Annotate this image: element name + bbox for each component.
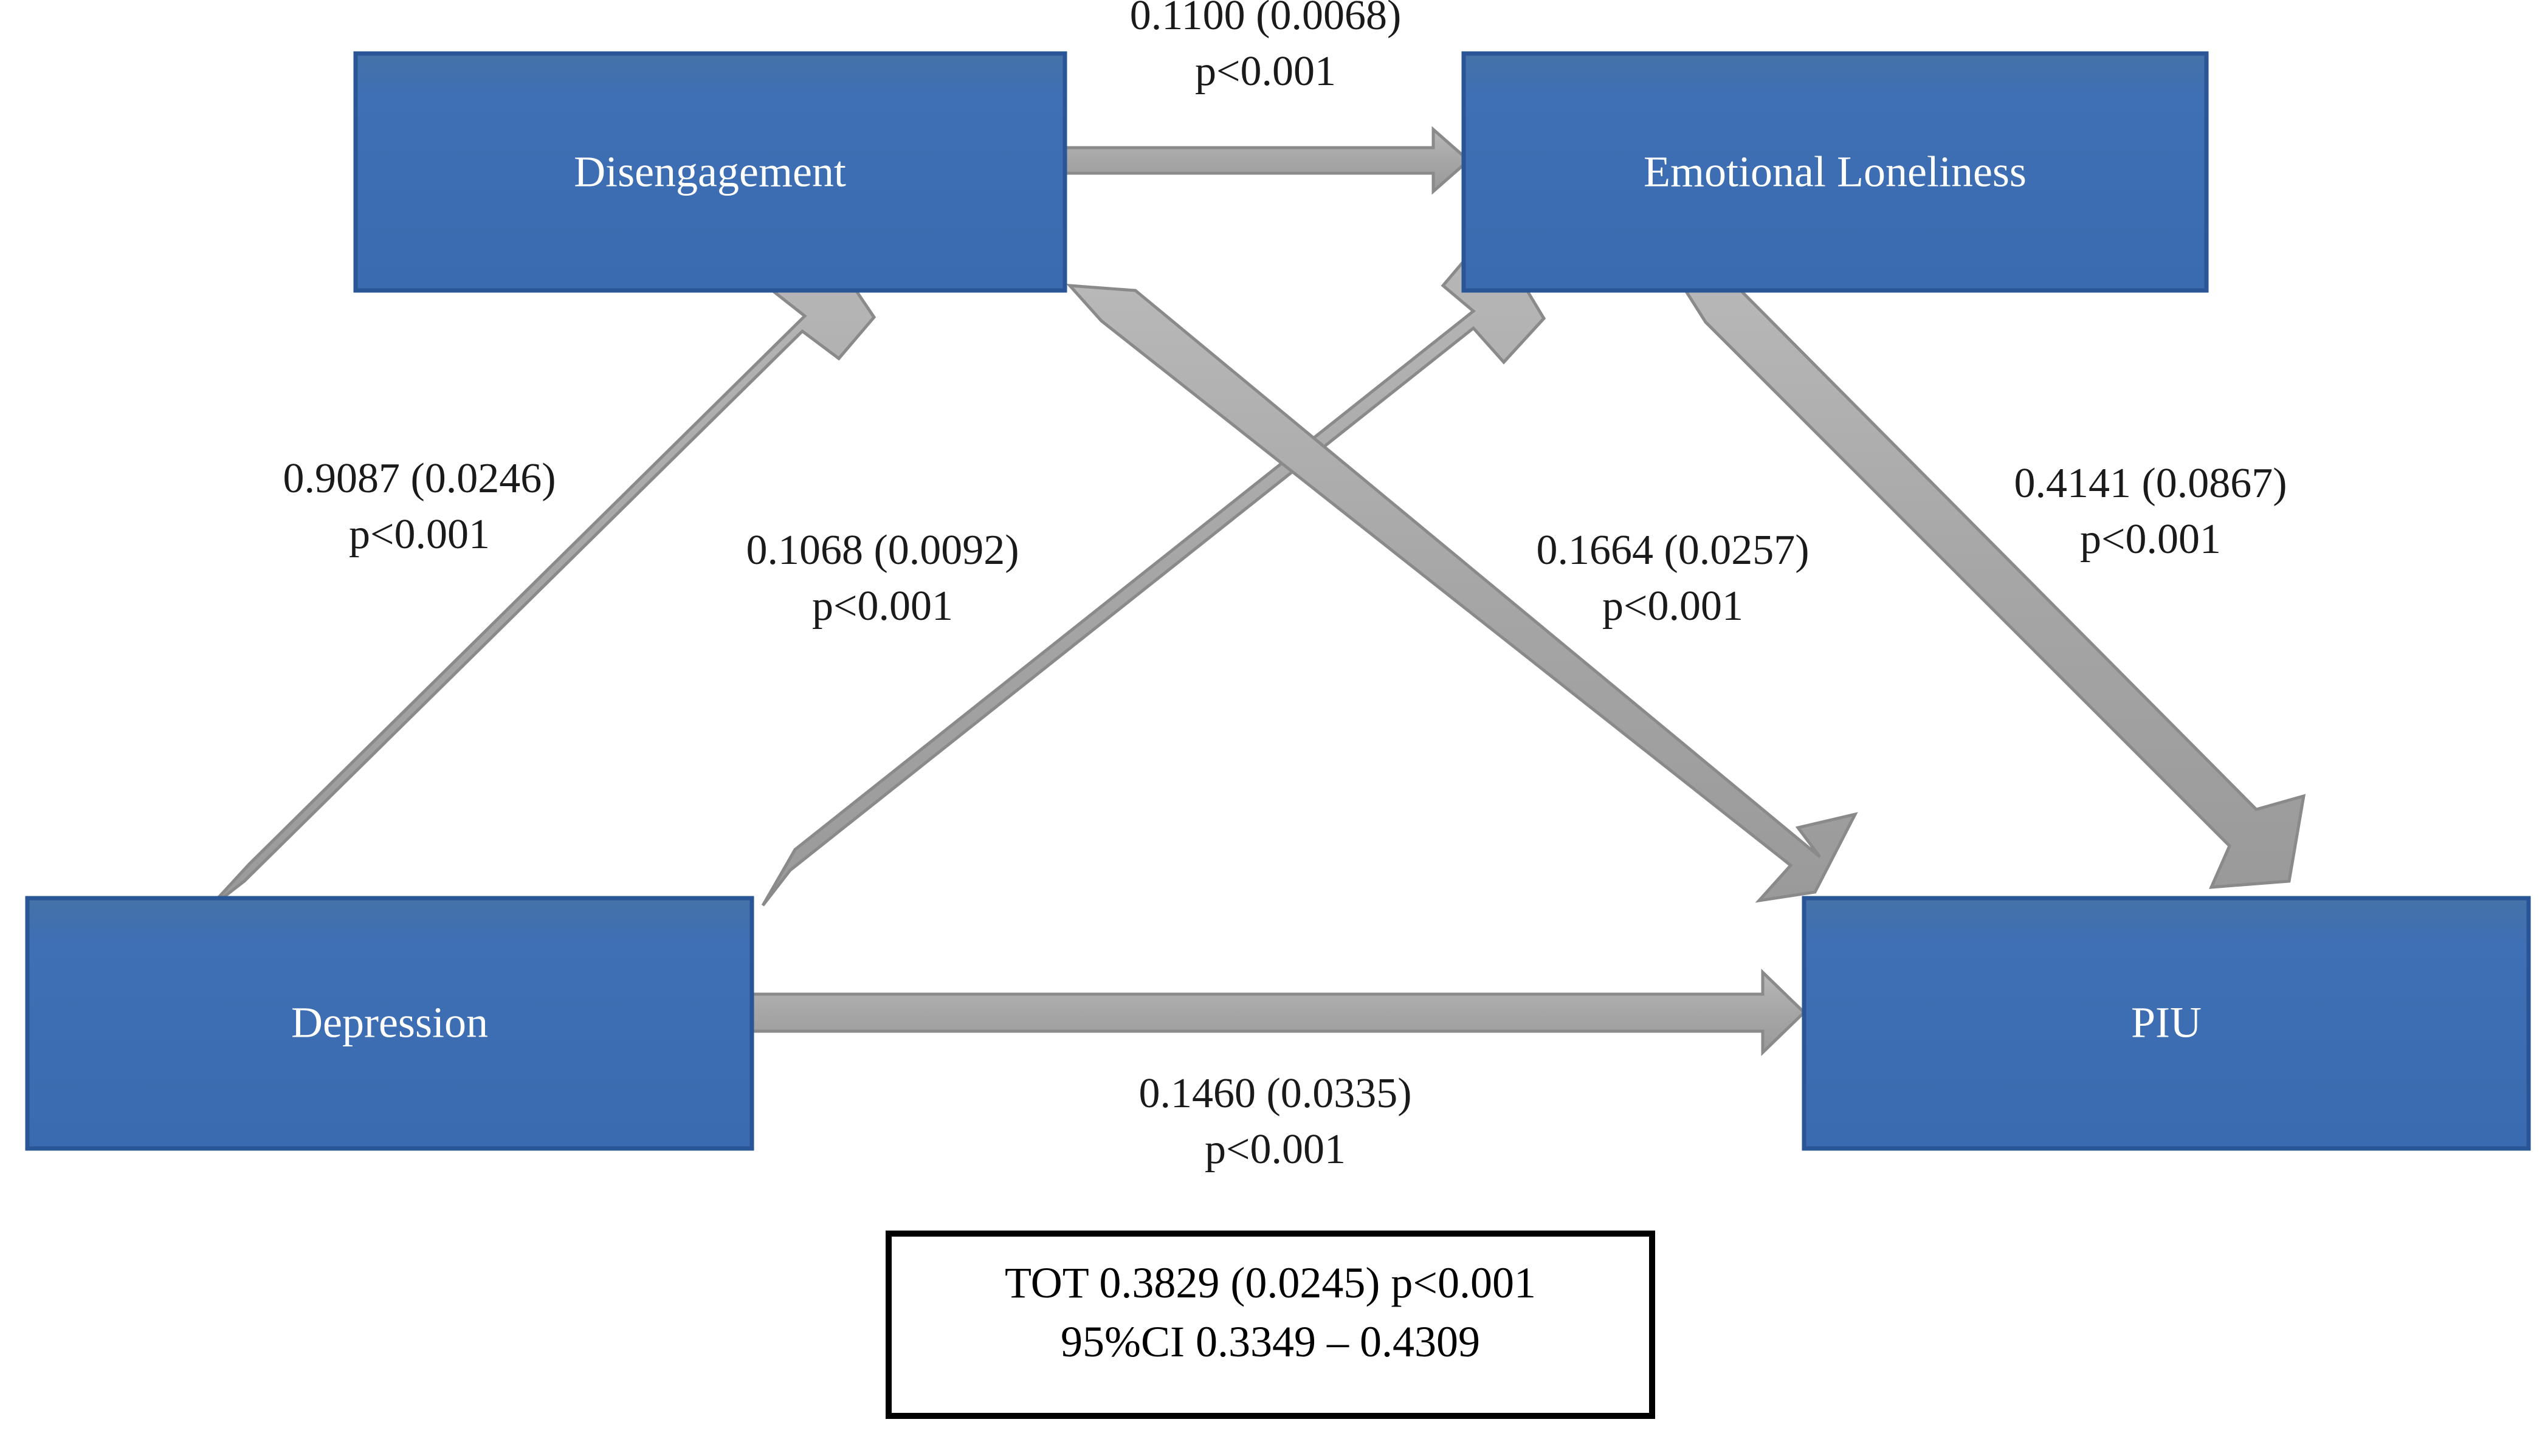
node-depression[interactable]: Depression [25, 896, 754, 1151]
node-disengagement-box[interactable] [353, 51, 1067, 293]
edge-label-dis-to-el-pvalue: p<0.001 [1195, 48, 1336, 95]
nodes-layer: Disengagement Emotional Loneliness Depre… [25, 51, 2531, 1151]
node-emotional-loneliness-box[interactable] [1461, 51, 2209, 293]
edge-dep-to-piu [750, 969, 1806, 1056]
edge-label-dis-to-piu-estimate: 0.1664 (0.0257) [1536, 527, 1809, 574]
edge-label-dep-to-dis-estimate: 0.9087 (0.0246) [283, 455, 556, 502]
edge-label-el-to-piu-pvalue: p<0.001 [2080, 516, 2221, 563]
node-depression-box[interactable] [25, 896, 754, 1151]
node-piu-box[interactable] [1802, 896, 2531, 1151]
node-emotional-loneliness-label: Emotional Loneliness [1644, 148, 2027, 196]
edge-label-dep-to-piu: 0.1460 (0.0335) p<0.001 [1138, 1070, 1411, 1173]
node-depression-label: Depression [291, 998, 488, 1047]
edges-layer [205, 126, 2306, 1056]
total-effect-box-border [886, 1231, 1655, 1419]
edge-label-el-to-piu: 0.4141 (0.0867) p<0.001 [2014, 460, 2287, 563]
edge-label-dep-to-el-estimate: 0.1068 (0.0092) [746, 527, 1019, 574]
total-effect-box: TOT 0.3829 (0.0245) p<0.001 95%CI 0.3349… [886, 1231, 1655, 1419]
edge-labels-layer: 0.1100 (0.0068) p<0.001 0.9087 (0.0246) … [283, 0, 2287, 1173]
edge-label-dep-to-el: 0.1068 (0.0092) p<0.001 [746, 527, 1019, 630]
edge-label-el-to-piu-estimate: 0.4141 (0.0867) [2014, 460, 2287, 507]
node-piu-label: PIU [2131, 998, 2202, 1047]
edge-label-dis-to-el: 0.1100 (0.0068) p<0.001 [1130, 0, 1402, 95]
edge-label-dep-to-el-pvalue: p<0.001 [812, 583, 953, 630]
node-emotional-loneliness[interactable]: Emotional Loneliness [1461, 51, 2209, 293]
edge-label-dep-to-dis-pvalue: p<0.001 [349, 511, 490, 558]
total-effect-line1: TOT 0.3829 (0.0245) p<0.001 [1005, 1259, 1536, 1307]
edge-dis-to-el [1063, 126, 1471, 195]
edge-label-dep-to-piu-pvalue: p<0.001 [1205, 1126, 1346, 1173]
edge-label-dep-to-piu-estimate: 0.1460 (0.0335) [1138, 1070, 1411, 1117]
node-disengagement-label: Disengagement [574, 148, 846, 196]
total-effect-line2: 95%CI 0.3349 – 0.4309 [1061, 1317, 1480, 1366]
edge-label-dis-to-el-estimate: 0.1100 (0.0068) [1130, 0, 1402, 39]
edge-label-dis-to-piu: 0.1664 (0.0257) p<0.001 [1536, 527, 1809, 630]
edge-label-dep-to-dis: 0.9087 (0.0246) p<0.001 [283, 455, 556, 558]
edge-dis-to-piu [1066, 284, 1858, 903]
node-disengagement[interactable]: Disengagement [353, 51, 1067, 293]
node-piu[interactable]: PIU [1802, 896, 2531, 1151]
edge-label-dis-to-piu-pvalue: p<0.001 [1602, 583, 1743, 630]
edge-el-to-piu [1671, 270, 2306, 889]
